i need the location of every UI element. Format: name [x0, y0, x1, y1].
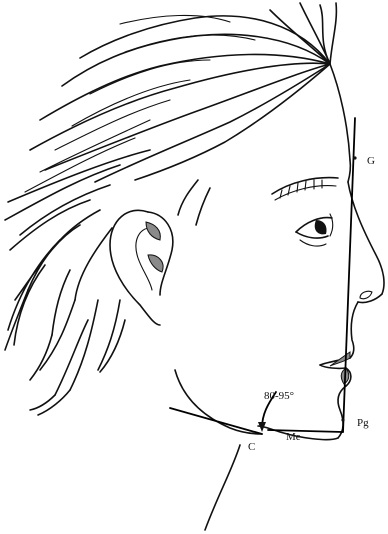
label-pg: Pg: [357, 417, 369, 429]
ear: [110, 210, 173, 325]
vertical-reference-line: [343, 118, 355, 432]
label-c: C: [248, 441, 255, 453]
hair-strands: [5, 3, 336, 415]
eye: [272, 178, 338, 246]
label-angle: 80-95°: [264, 390, 294, 402]
g-point-marker: [353, 156, 356, 159]
face-profile-outline: [175, 64, 384, 530]
pg-point-marker: [341, 418, 344, 421]
mandibular-plane-line: [170, 408, 262, 434]
label-me: Me: [286, 431, 301, 443]
label-g: G: [367, 155, 375, 167]
reference-lines: [170, 118, 357, 434]
